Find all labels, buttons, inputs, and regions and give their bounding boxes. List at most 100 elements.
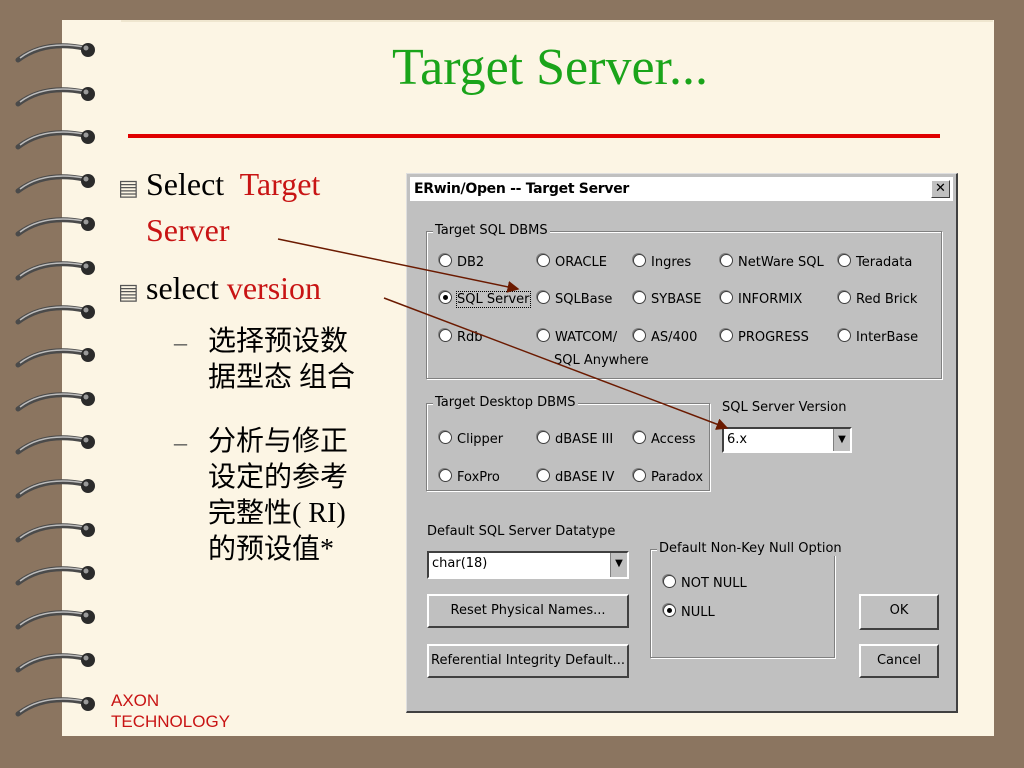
ok-button[interactable]: OK [859, 594, 939, 630]
default-datatype-select[interactable]: char(18) ▼ [427, 551, 629, 579]
sub-bullet-1: 选择预设数 据型态 组合 [208, 324, 355, 396]
radio-label: Teradata [856, 255, 913, 270]
binding-ring [15, 261, 95, 281]
radio-label: DB2 [457, 255, 485, 270]
binding-ring [15, 697, 95, 717]
close-icon: ✕ [935, 181, 946, 196]
radio-circle-icon [439, 291, 452, 304]
radio-as400[interactable]: AS/400 [633, 329, 697, 346]
radio-circle-icon [838, 329, 851, 342]
radio-circle-icon [633, 329, 646, 342]
binding-ring [15, 348, 95, 368]
radio-label: NULL [681, 605, 715, 620]
radio-red-brick[interactable]: Red Brick [838, 291, 917, 308]
radio-label: Red Brick [856, 292, 918, 307]
radio-circle-icon [537, 254, 550, 267]
radio-foxpro[interactable]: FoxPro [439, 469, 500, 486]
bullet-highlight: Target [239, 166, 321, 202]
radio-dbase-iv[interactable]: dBASE IV [537, 469, 614, 486]
radio-circle-icon [720, 329, 733, 342]
radio-null[interactable]: NULL [663, 604, 715, 621]
radio-informix[interactable]: INFORMIX [720, 291, 802, 308]
radio-label: Rdb [457, 330, 483, 345]
radio-label: Clipper [457, 432, 504, 447]
sub-bullet-line: 设定的参考 [208, 462, 349, 493]
sub-bullet-2: 分析与修正 设定的参考 完整性( RI) 的预设值* [208, 424, 348, 568]
radio-label: AS/400 [651, 330, 698, 345]
radio-teradata[interactable]: Teradata [838, 254, 912, 271]
sql-server-version-select[interactable]: 6.x ▼ [722, 427, 852, 453]
referential-integrity-default-button[interactable]: Referential Integrity Default... [427, 644, 629, 678]
binding-ring [15, 86, 95, 107]
radio-dbase-iii[interactable]: dBASE III [537, 431, 613, 448]
target-desktop-dbms-group: Target Desktop DBMS [426, 395, 710, 491]
axon-technology-logo: AXON TECHNOLOGY [111, 690, 230, 732]
radio-access[interactable]: Access [633, 431, 696, 448]
radio-circle-icon [720, 254, 733, 267]
radio-clipper[interactable]: Clipper [439, 431, 503, 448]
sub-bullet-line: 分析与修正 [208, 426, 349, 457]
radio-sql-server[interactable]: SQL Server [439, 291, 531, 308]
radio-label: PROGRESS [738, 330, 809, 345]
reset-physical-names-button[interactable]: Reset Physical Names... [427, 594, 629, 628]
cancel-button[interactable]: Cancel [859, 644, 939, 678]
radio-circle-icon [838, 254, 851, 267]
document-stack-icon: ▤ [118, 176, 139, 201]
default-null-option-group: Default Non-Key Null Option [650, 541, 844, 658]
radio-circle-icon [633, 254, 646, 267]
binding-ring [15, 522, 95, 543]
radio-label: NOT NULL [681, 576, 747, 591]
radio-circle-icon [633, 291, 646, 304]
dialog-titlebar[interactable]: ERwin/Open -- Target Server ✕ [410, 177, 953, 201]
dropdown-arrow-icon[interactable]: ▼ [833, 429, 850, 451]
radio-db2[interactable]: DB2 [439, 254, 484, 271]
logo-line: TECHNOLOGY [111, 712, 231, 731]
bullet-highlight: version [226, 270, 322, 306]
radio-label: dBASE IV [555, 470, 615, 485]
radio-circle-icon [439, 431, 452, 444]
radio-label: FoxPro [457, 470, 500, 485]
sub-bullet-line: 选择预设数 [208, 326, 349, 357]
radio-circle-icon [663, 575, 676, 588]
binding-ring [15, 217, 95, 237]
radio-interbase[interactable]: InterBase [838, 329, 918, 346]
radio-netware-sql[interactable]: NetWare SQL [720, 254, 824, 271]
spiral-binding [14, 38, 104, 728]
radio-ingres[interactable]: Ingres [633, 254, 691, 271]
dropdown-arrow-icon[interactable]: ▼ [610, 553, 627, 577]
radio-label: SQL Server [456, 291, 531, 308]
radio-label: Paradox [651, 470, 704, 485]
slide-title: Target Server... [392, 39, 708, 96]
radio-progress[interactable]: PROGRESS [720, 329, 809, 346]
binding-ring [15, 566, 95, 586]
group-label: Target SQL DBMS [433, 223, 550, 238]
radio-circle-icon [720, 291, 733, 304]
binding-ring [15, 173, 95, 194]
radio-sqlbase[interactable]: SQLBase [537, 291, 612, 308]
binding-ring [15, 43, 95, 63]
watcom-sql-anywhere-label: SQL Anywhere [554, 353, 649, 368]
close-button[interactable]: ✕ [931, 180, 950, 198]
radio-label: Ingres [651, 255, 692, 270]
radio-label: ORACLE [555, 255, 607, 270]
document-stack-icon: ▤ [118, 280, 139, 305]
radio-circle-icon [537, 329, 550, 342]
radio-paradox[interactable]: Paradox [633, 469, 703, 486]
radio-label: SYBASE [651, 292, 702, 307]
bullet-continuation: Server [146, 212, 230, 248]
radio-not-null[interactable]: NOT NULL [663, 575, 747, 592]
radio-circle-icon [537, 431, 550, 444]
radio-rdb[interactable]: Rdb [439, 329, 483, 346]
radio-circle-icon [439, 469, 452, 482]
radio-sybase[interactable]: SYBASE [633, 291, 701, 308]
binding-ring [15, 653, 95, 673]
bullet-select-version: ▤select version [118, 270, 321, 311]
logo-line: AXON [111, 691, 160, 710]
arrow-to-sql-server [277, 238, 520, 293]
sub-bullet-line: 据型态 组合 [208, 362, 356, 393]
radio-oracle[interactable]: ORACLE [537, 254, 607, 271]
radio-label: INFORMIX [738, 292, 803, 307]
radio-circle-icon [633, 469, 646, 482]
radio-watcom[interactable]: WATCOM/ [537, 329, 617, 346]
